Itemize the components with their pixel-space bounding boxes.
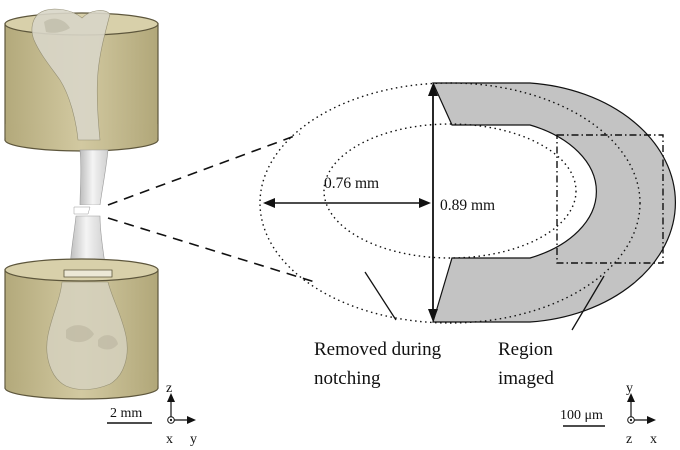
proximal-femur [31, 8, 111, 141]
imaged-label-line1: Region [498, 339, 553, 360]
dimension-inner-label: 0.76 mm [324, 175, 379, 192]
dimension-0.89-arrow [428, 83, 438, 322]
axes-triad-left: z x y [166, 381, 197, 447]
region-imaged-box [556, 134, 664, 264]
dimension-outer-label: 0.89 mm [440, 197, 495, 214]
scale-bar-right-label: 100 μm [560, 408, 603, 423]
imaged-label-line2: imaged [498, 368, 554, 389]
removed-leader-line [364, 271, 397, 321]
axis-right-right: x [650, 432, 657, 447]
femur-shaft-upper [79, 149, 109, 206]
projection-line-lower [107, 217, 319, 284]
axis-right-up: y [626, 381, 633, 396]
scale-bar-right: 100 μm [560, 408, 605, 427]
axis-left-up: z [166, 381, 172, 396]
scale-bar-left-label: 2 mm [110, 406, 142, 421]
axes-triad-right: y z x [626, 381, 657, 447]
inner-endosteal-outline [323, 123, 577, 259]
axis-left-out: x [166, 432, 173, 447]
projection-line-upper [107, 133, 301, 206]
cross-section [259, 82, 676, 331]
axis-left-right: y [190, 432, 197, 447]
dimension-0.76-arrow [263, 198, 431, 208]
removed-label-line1: Removed during [314, 339, 442, 360]
bone-specimen [4, 8, 159, 400]
removed-label-line2: notching [314, 368, 381, 389]
outer-periosteal-outline [259, 82, 641, 324]
notch [76, 205, 104, 215]
imaged-leader-line [571, 275, 605, 331]
scale-bar-left: 2 mm [107, 406, 152, 424]
axis-right-out: z [626, 432, 632, 447]
